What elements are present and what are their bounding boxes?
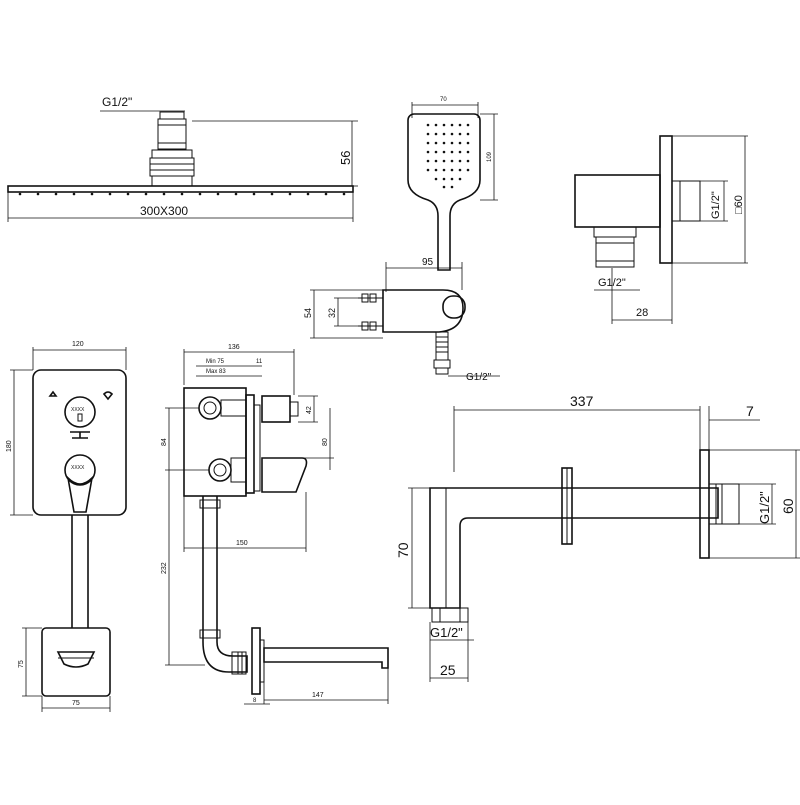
mixer-max-label: Max 83 <box>206 369 226 375</box>
side-150-label: 150 <box>236 540 248 547</box>
hand-shower-drawing: 70 109 95 54 <box>303 97 500 383</box>
holder-spacing-label: 32 <box>327 308 337 318</box>
shower-head-drawing: G1/2" 56 300 <box>7 95 358 222</box>
wall-outlet-depth-label: 28 <box>636 307 648 319</box>
shower-arm-drawing: 337 7 70 60 G1/2" G1/2" <box>395 393 800 682</box>
mixer-front-drawing: 120 180 XXXX XXXX 75 75 <box>6 341 127 712</box>
holder-screws <box>361 293 377 331</box>
shower-head-height-label: 56 <box>338 151 353 165</box>
hose-thread-label: G1/2" <box>466 372 492 383</box>
mixer-plate-width-label: 120 <box>72 341 84 348</box>
hand-shower-height-label: 109 <box>487 151 493 162</box>
wall-outlet-thread-side-label: G1/2" <box>710 191 722 219</box>
arm-height-label: 70 <box>395 542 411 558</box>
diverter-icon <box>70 431 90 439</box>
side-232-label: 232 <box>161 562 168 574</box>
arm-flange-label: 7 <box>746 403 754 419</box>
shower-head-size-label: 300X300 <box>140 204 188 218</box>
side-80-label: 80 <box>322 438 329 446</box>
arm-length-label: 337 <box>570 393 594 409</box>
side-84-label: 84 <box>161 438 168 446</box>
holder-height-label: 54 <box>303 308 313 318</box>
spout-height-label: 75 <box>18 660 25 668</box>
mixer-depth-label: 136 <box>228 344 240 351</box>
wall-outlet-drawing: □60 G1/2" G1/2" 28 <box>574 135 748 324</box>
arm-square-label: 60 <box>780 498 796 514</box>
arm-pipe-label: 25 <box>440 662 456 678</box>
arm-thread-side-label: G1/2" <box>757 491 772 524</box>
shower-head-nozzles <box>18 192 346 196</box>
side-8-label: 8 <box>253 698 257 704</box>
side-147-label: 147 <box>312 692 324 699</box>
mixer-plate-label: 11 <box>256 359 263 365</box>
holder-length-label: 95 <box>422 257 434 268</box>
hand-shower-nozzle-grid <box>426 123 470 189</box>
upper-dial-brand: XXXX <box>71 407 85 413</box>
right-marker-icon <box>102 391 114 401</box>
mixer-plate-height-label: 180 <box>6 440 13 452</box>
mixer-min-label: Min 75 <box>206 359 225 365</box>
mixer-side-drawing: 136 Min 75 11 Max 83 42 80 84 <box>161 344 389 705</box>
wall-outlet-square-label: □60 <box>733 195 745 214</box>
shower-head-thread-label: G1/2" <box>102 95 132 109</box>
hand-shower-width-label: 70 <box>440 97 447 103</box>
left-marker-icon <box>48 390 58 397</box>
lever-brand: XXXX <box>71 465 85 471</box>
arm-thread-bottom-label: G1/2" <box>430 625 463 640</box>
spout-width-label: 75 <box>72 700 80 707</box>
side-42-label: 42 <box>306 406 313 414</box>
